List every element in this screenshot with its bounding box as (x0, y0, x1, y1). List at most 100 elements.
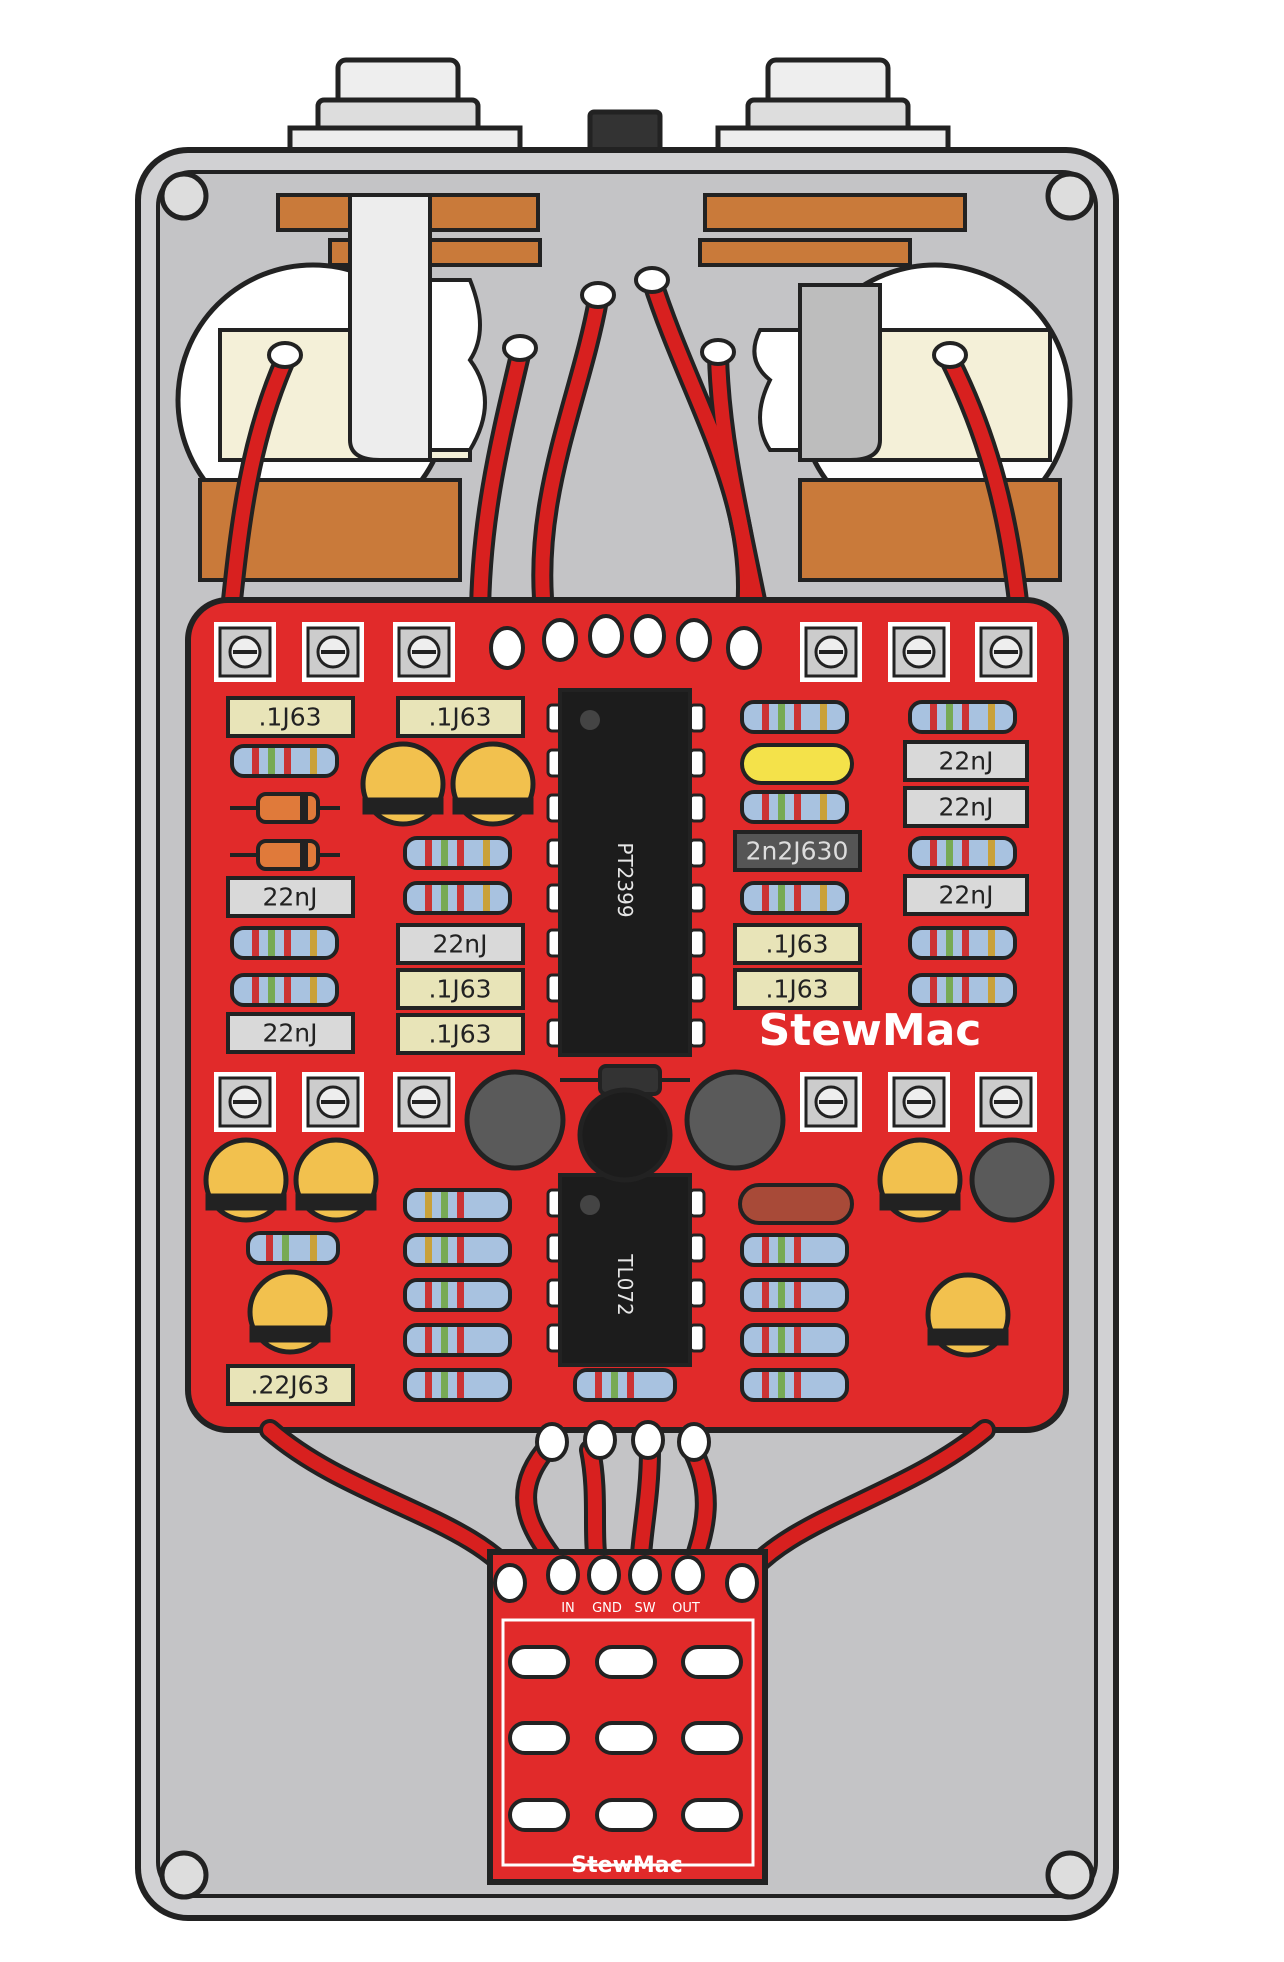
resistor-icon (740, 881, 849, 915)
film-capacitor: .1J63 (733, 968, 862, 1010)
input-jack-hardware (287, 57, 523, 153)
trimmer-row-mid (214, 1072, 1037, 1132)
pin-label-in: IN (561, 1601, 575, 1616)
electrolytic-capacitor (247, 1269, 333, 1355)
resistor-icon (908, 973, 1017, 1007)
cap-label: 22nJ (432, 930, 487, 959)
resistor-icon (740, 1233, 849, 1267)
resistor-icon (740, 1323, 849, 1357)
solder-pads-top (489, 614, 762, 670)
diode-icon (230, 839, 340, 871)
film-capacitors: .1J63 .1J63 22nJ 22nJ 22nJ .1J63 .1J63 2… (226, 696, 1029, 1406)
pin-label-gnd: GND (592, 1601, 622, 1616)
footswitch-board: IN GND SW OUT StewMac (487, 1549, 768, 1885)
cap-label: .1J63 (428, 1020, 491, 1049)
resistor-icon (403, 1233, 512, 1267)
resistor-icon (403, 1278, 512, 1312)
yellow-capacitor (740, 743, 854, 785)
resistor-icon (403, 1368, 512, 1402)
electrolytic-capacitor (360, 741, 446, 827)
ceramic-capacitor: 22nJ (396, 923, 525, 965)
switch-board-brand: StewMac (571, 1853, 682, 1878)
electrolytic-capacitor (877, 1137, 963, 1223)
screw-terminal-icon (393, 622, 455, 682)
screw-terminal-icon (975, 622, 1037, 682)
resistor-icon (403, 836, 512, 870)
film-capacitor: .1J63 (396, 1013, 525, 1055)
electrolytic-capacitor-gray (464, 1069, 566, 1171)
screw-terminal-icon (888, 622, 950, 682)
diode-icon (560, 1064, 690, 1096)
resistor-icon (403, 881, 512, 915)
ceramic-capacitor: 22nJ (226, 1012, 355, 1054)
resistor-icon (246, 1231, 340, 1265)
ceramic-capacitor: 22nJ (226, 876, 355, 918)
resistor-icon (908, 836, 1017, 870)
board-brand-logo: StewMac (759, 1005, 982, 1056)
electrolytic-capacitor (450, 741, 536, 827)
transistor (577, 1087, 673, 1183)
cap-label: 22nJ (938, 881, 993, 910)
resistor-icon (230, 926, 339, 960)
electrolytic-capacitor (293, 1137, 379, 1223)
cap-label: 22nJ (938, 793, 993, 822)
diodes (230, 792, 690, 1096)
top-wires (219, 266, 1031, 631)
input-jack (276, 193, 542, 462)
screw-terminal-icon (888, 1072, 950, 1132)
cap-label: 2n2J630 (746, 837, 849, 866)
resistor-icon (403, 1323, 512, 1357)
enclosure-screw-holes (159, 171, 1095, 1900)
resistor-icon (740, 700, 849, 734)
ic-pt2399-label: PT2399 (613, 842, 637, 917)
output-jack-hardware (715, 57, 951, 153)
resistor-icon (740, 790, 849, 824)
resistor-icon (740, 1278, 849, 1312)
resistors (230, 700, 1017, 1402)
cap-label: .1J63 (428, 975, 491, 1004)
cap-label: .1J63 (428, 703, 491, 732)
film-capacitor: .22J63 (226, 1364, 355, 1406)
electrolytic-capacitor (925, 1272, 1011, 1358)
cap-label: .1J63 (258, 703, 321, 732)
film-capacitor: .1J63 (396, 696, 525, 738)
trimmer-row-top (214, 622, 1037, 682)
film-capacitor: .1J63 (226, 696, 355, 738)
screw-terminal-icon (800, 622, 862, 682)
resistor-icon (908, 700, 1017, 734)
screw-terminal-icon (214, 1072, 276, 1132)
pin-label-out: OUT (672, 1601, 700, 1616)
screw-terminal-icon (302, 1072, 364, 1132)
film-capacitor: .1J63 (733, 923, 862, 965)
brown-capacitor (738, 1183, 854, 1225)
cap-label: .22J63 (251, 1371, 330, 1400)
ceramic-capacitor: 22nJ (903, 740, 1029, 782)
diode-icon (230, 792, 340, 824)
pin-label-sw: SW (634, 1601, 655, 1616)
ceramic-capacitor: 22nJ (903, 874, 1029, 916)
screw-terminal-icon (214, 622, 276, 682)
screw-terminal-icon (975, 1072, 1037, 1132)
resistor-icon (740, 1368, 849, 1402)
screw-terminal-icon (393, 1072, 455, 1132)
cap-label: 22nJ (938, 747, 993, 776)
resistor-icon (230, 744, 339, 778)
footswitch-icon (508, 1645, 743, 1832)
film-capacitor: .1J63 (396, 968, 525, 1010)
cap-label: 22nJ (262, 1019, 317, 1048)
ic-tl072: TL072 (546, 1173, 706, 1367)
resistor-icon (403, 1188, 512, 1222)
cap-label: .1J63 (765, 975, 828, 1004)
screw-terminal-icon (302, 622, 364, 682)
film-capacitor: 2n2J630 (733, 830, 862, 872)
screw-terminal-icon (800, 1072, 862, 1132)
electrolytic-capacitor-gray (684, 1069, 786, 1171)
cap-label: .1J63 (765, 930, 828, 959)
ceramic-capacitor: 22nJ (903, 786, 1029, 828)
resistor-icon (230, 973, 339, 1007)
ic-pt2399: PT2399 (546, 688, 706, 1057)
resistor-icon (908, 926, 1017, 960)
ic-tl072-label: TL072 (613, 1253, 637, 1316)
electrolytic-capacitors (203, 741, 1055, 1358)
